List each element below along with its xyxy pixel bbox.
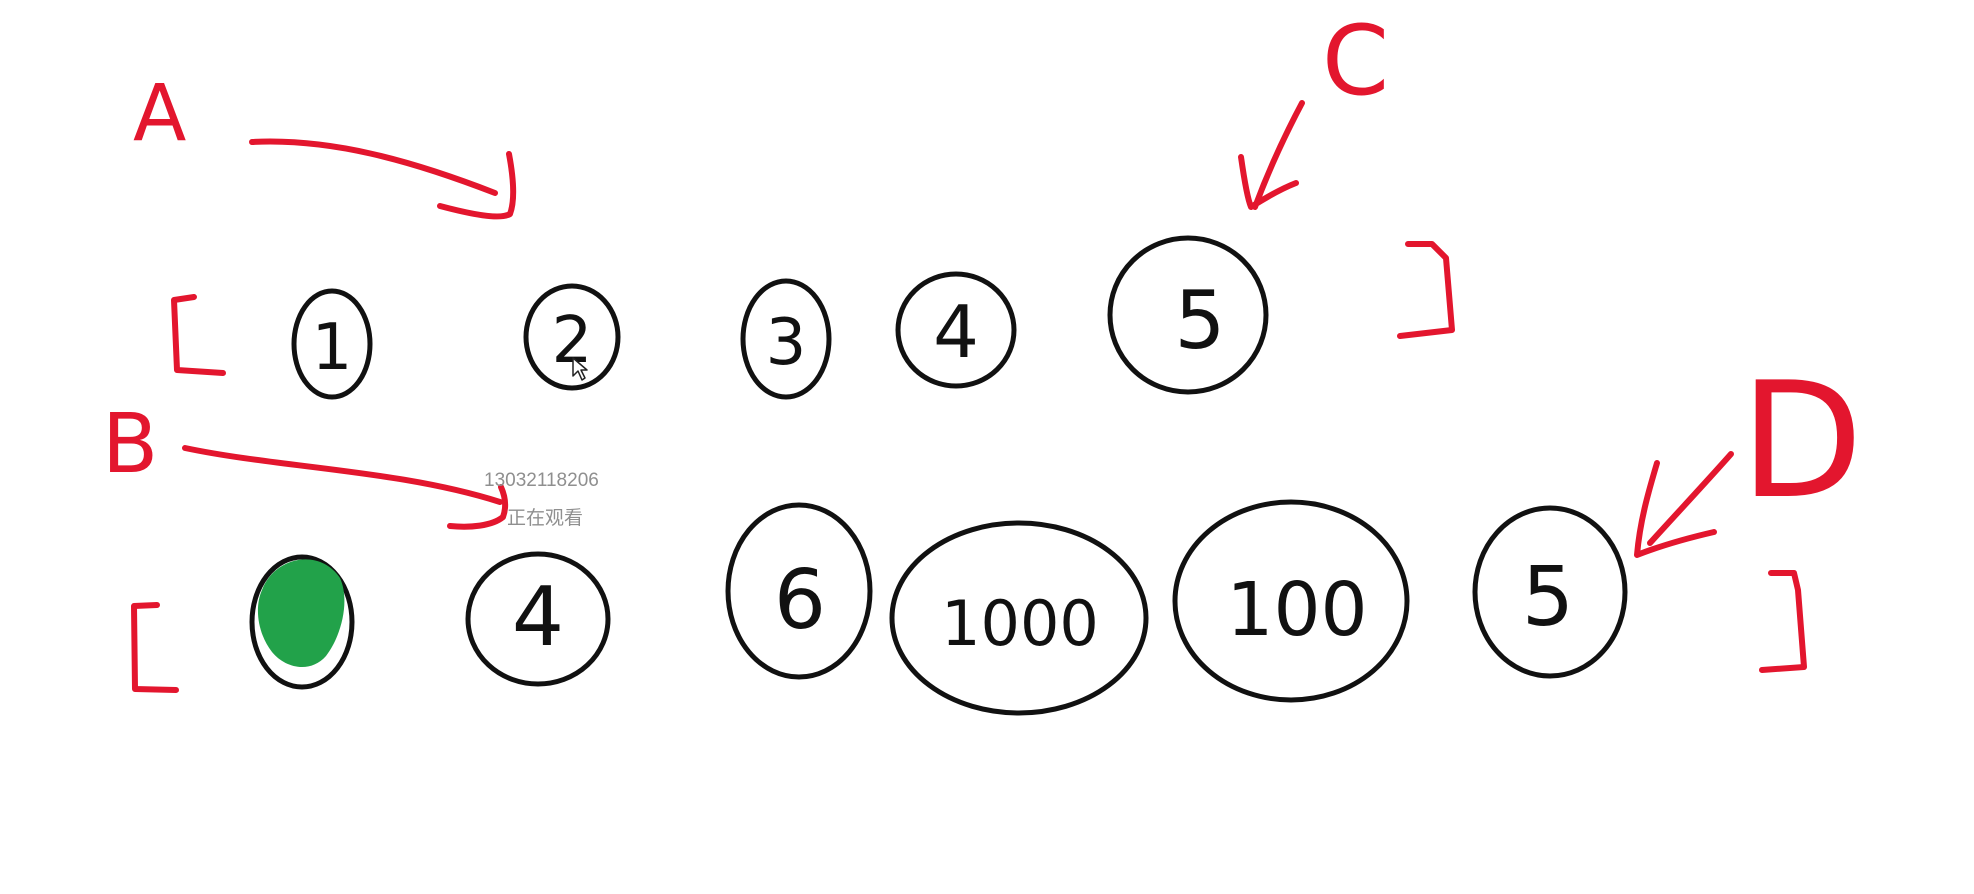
array-b-circle-3 <box>725 502 873 680</box>
arrow-c <box>1238 100 1305 210</box>
arrow-d <box>1634 451 1734 558</box>
array-a-item-3: 3 <box>766 306 807 380</box>
array-b-item-3: 6 <box>774 553 826 648</box>
array-b-circle-6 <box>1472 505 1628 679</box>
array-a-open-bracket-shape <box>171 294 226 376</box>
label-b: B <box>102 397 158 492</box>
array-b-circle-2 <box>465 551 611 687</box>
label-d: D <box>1740 347 1863 534</box>
array-b-item-6: 5 <box>1522 550 1574 645</box>
array-a-circle-1 <box>291 288 373 400</box>
array-a-circle-4 <box>895 271 1017 389</box>
array-b-item-5: 100 <box>1226 567 1367 653</box>
array-a-item-4: 4 <box>933 290 979 374</box>
array-b-circle-4 <box>889 520 1149 716</box>
arrow-b <box>182 445 509 530</box>
watermark-user-id: 13032118206 <box>484 470 599 491</box>
array-b-circle-5 <box>1172 499 1410 703</box>
mouse-cursor-icon <box>572 357 588 381</box>
array-a-circle-5 <box>1107 235 1269 395</box>
array-a-circle-3 <box>740 278 832 400</box>
array-b-green-fill <box>257 559 345 668</box>
array-a-circle-2 <box>523 283 621 391</box>
array-a-close-bracket-shape <box>1397 241 1455 339</box>
array-b-item-4: 1000 <box>941 587 1099 660</box>
array-b-close-bracket-shape <box>1759 570 1807 673</box>
array-a-item-2: 2 <box>552 304 593 378</box>
array-b-item-2: 4 <box>512 570 564 665</box>
array-a-item-1: 1 <box>312 311 353 385</box>
array-b-open-bracket-shape <box>131 602 179 693</box>
arrow-a <box>249 138 517 220</box>
label-c: C <box>1322 5 1389 117</box>
array-b-circle-1 <box>249 554 355 690</box>
watermark-status: 正在观看 <box>507 508 584 529</box>
label-a: A <box>133 69 186 159</box>
array-a-item-5: 5 <box>1175 274 1226 367</box>
